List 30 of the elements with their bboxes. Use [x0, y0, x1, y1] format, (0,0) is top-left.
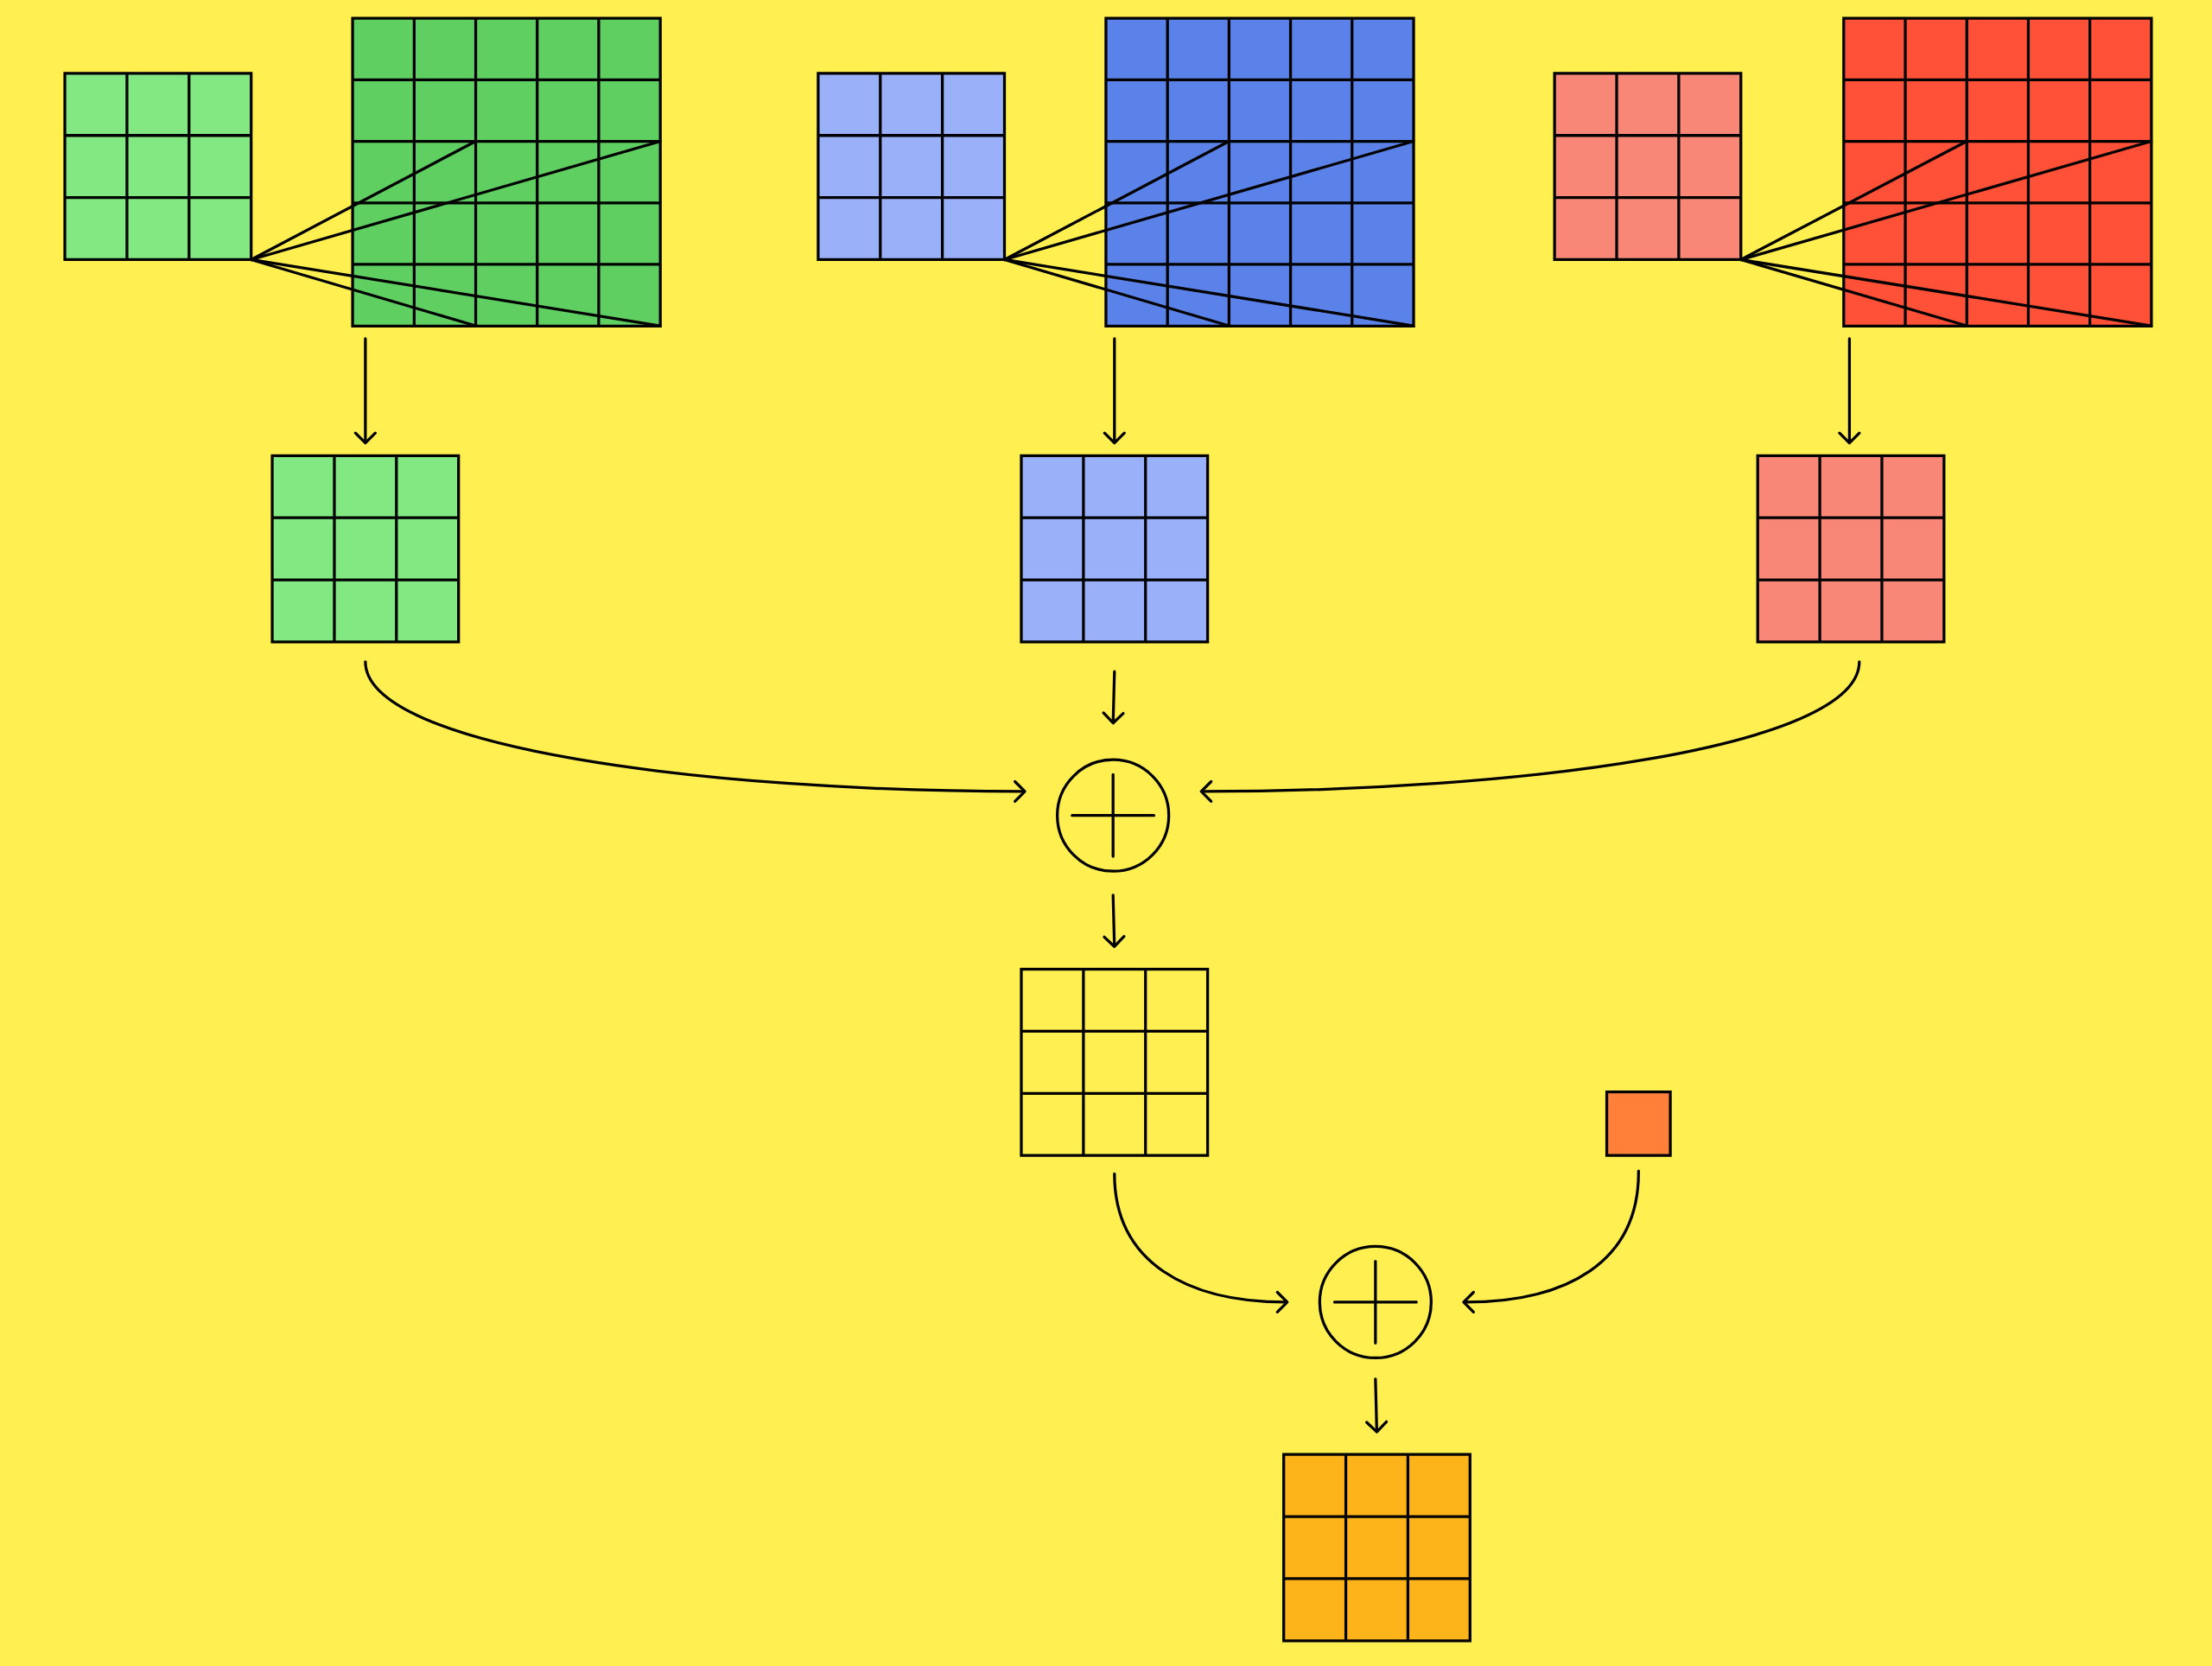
large-grid — [351, 16, 662, 327]
arrow — [1102, 670, 1125, 725]
small-grid — [1020, 454, 1210, 644]
small-grid — [817, 72, 1007, 262]
projection-line — [1002, 139, 1415, 262]
arrow — [1103, 337, 1126, 445]
small-grid — [270, 454, 461, 644]
projection-line — [1739, 258, 2153, 327]
curved-arrow — [1199, 660, 1861, 803]
square — [1605, 1090, 1672, 1157]
plus-circle — [1318, 1244, 1433, 1360]
large-grid — [1104, 16, 1415, 327]
projection-line — [250, 139, 662, 262]
small-grid — [63, 72, 253, 262]
arrow — [353, 337, 377, 445]
large-grid — [1842, 16, 2153, 327]
projection-line — [1739, 139, 2153, 262]
small-grid — [1282, 1453, 1471, 1643]
curved-arrow — [1113, 1172, 1289, 1313]
small-grid — [1020, 967, 1210, 1157]
arrow — [1103, 893, 1126, 949]
projection-line — [1002, 258, 1415, 327]
projection-line — [250, 258, 662, 327]
plus-circle — [1056, 758, 1171, 873]
arrow — [1365, 1377, 1389, 1434]
small-grid — [1553, 72, 1743, 262]
curved-arrow — [1462, 1169, 1640, 1313]
small-grid — [1756, 454, 1946, 644]
arrow — [1838, 337, 1861, 445]
curved-arrow — [364, 660, 1027, 803]
